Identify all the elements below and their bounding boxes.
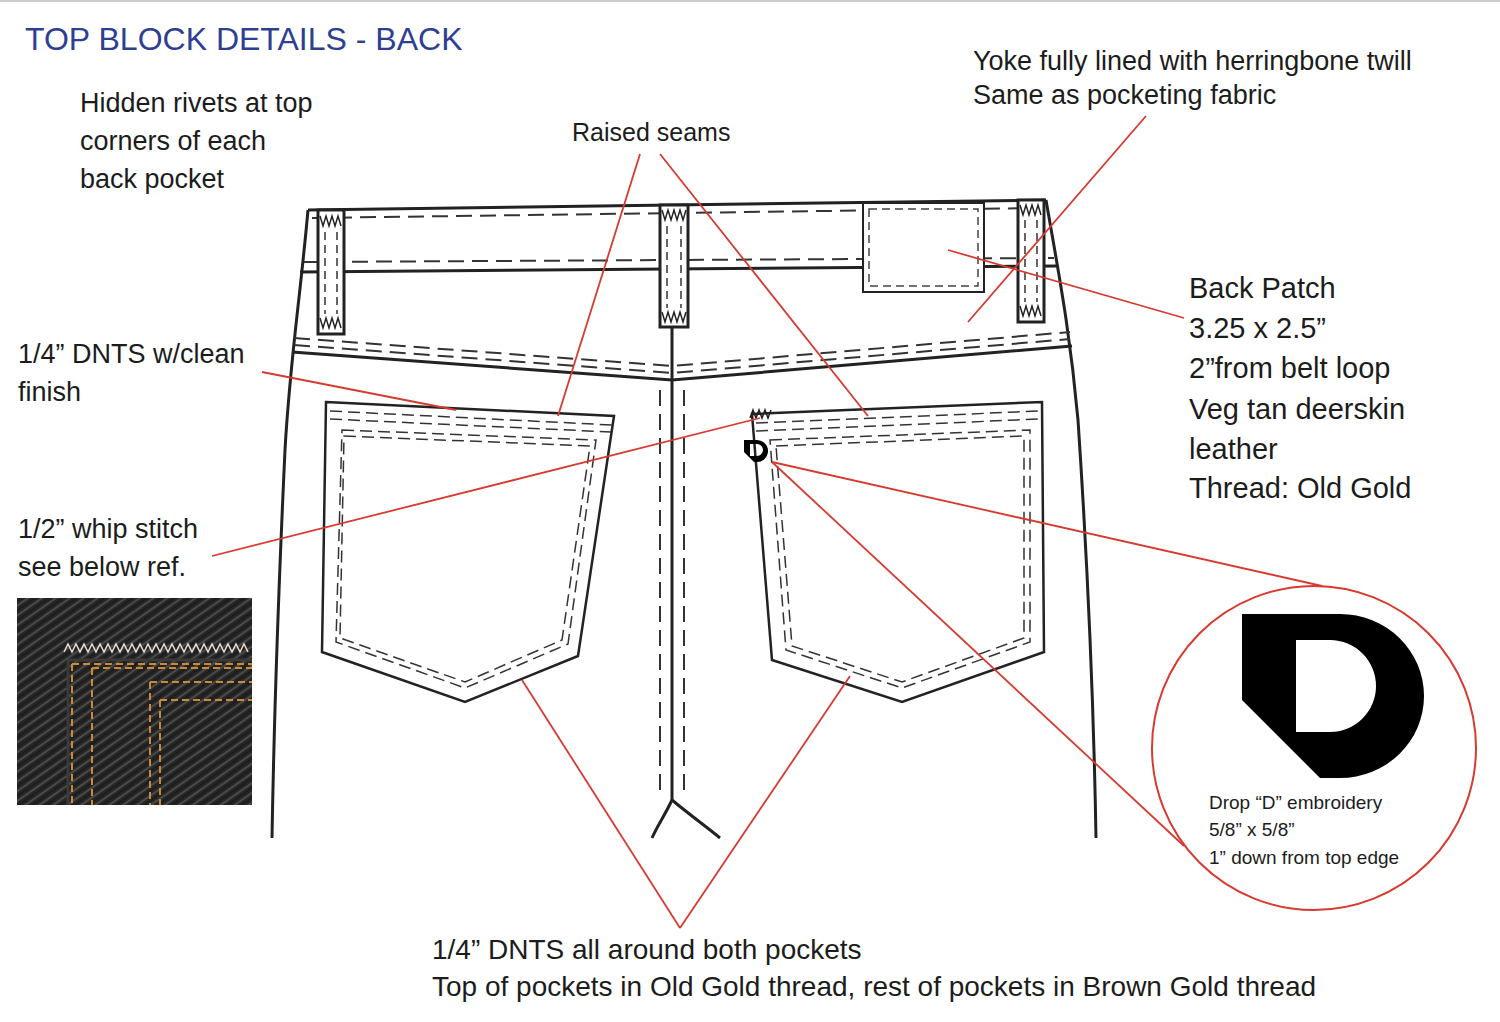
callout-note: 1/2” whip stitch see below ref. [18,510,233,586]
patch-stitching [869,209,978,286]
callout-note: Top of pockets in Old Gold thread, rest … [432,969,1316,1005]
callout-note: Back Patch [1189,269,1336,307]
callout-note: Veg tan deerskin leather [1189,389,1439,469]
callout-note: Yoke fully lined with herringbone twill [973,44,1412,79]
belt-loops [318,200,1044,334]
page-title: TOP BLOCK DETAILS - BACK [25,18,462,60]
detail-text: Drop “D” embroidery [1209,791,1382,815]
back-patch [863,203,984,292]
pocket-stitching [330,411,1040,688]
callout-note: Thread: Old Gold [1189,469,1411,507]
whip-stitch [750,410,771,418]
reference-photo [17,598,252,805]
callout-note: 1/4” DNTS w/clean finish [18,335,268,411]
back-pockets [322,402,1044,702]
callout-note: 2”from belt loop [1189,349,1391,387]
leader-lines [212,116,1322,928]
drop-d-logo-small [744,440,768,462]
callout-note: 1/4” DNTS all around both pockets [432,932,862,968]
drop-d-logo-large [1242,614,1424,778]
callout-note: Same as pocketing fabric [973,78,1276,113]
detail-text: 1” down from top edge [1209,846,1399,870]
callout-note: Hidden rivets at top corners of each bac… [80,84,320,198]
callout-note: Raised seams [572,116,730,149]
detail-text: 5/8” x 5/8” [1209,818,1295,842]
detail-circle: Drop “D” embroidery 5/8” x 5/8” 1” down fr… [1151,585,1477,911]
callout-note: 3.25 x 2.5” [1189,309,1326,347]
jeans-outline [272,200,1096,838]
